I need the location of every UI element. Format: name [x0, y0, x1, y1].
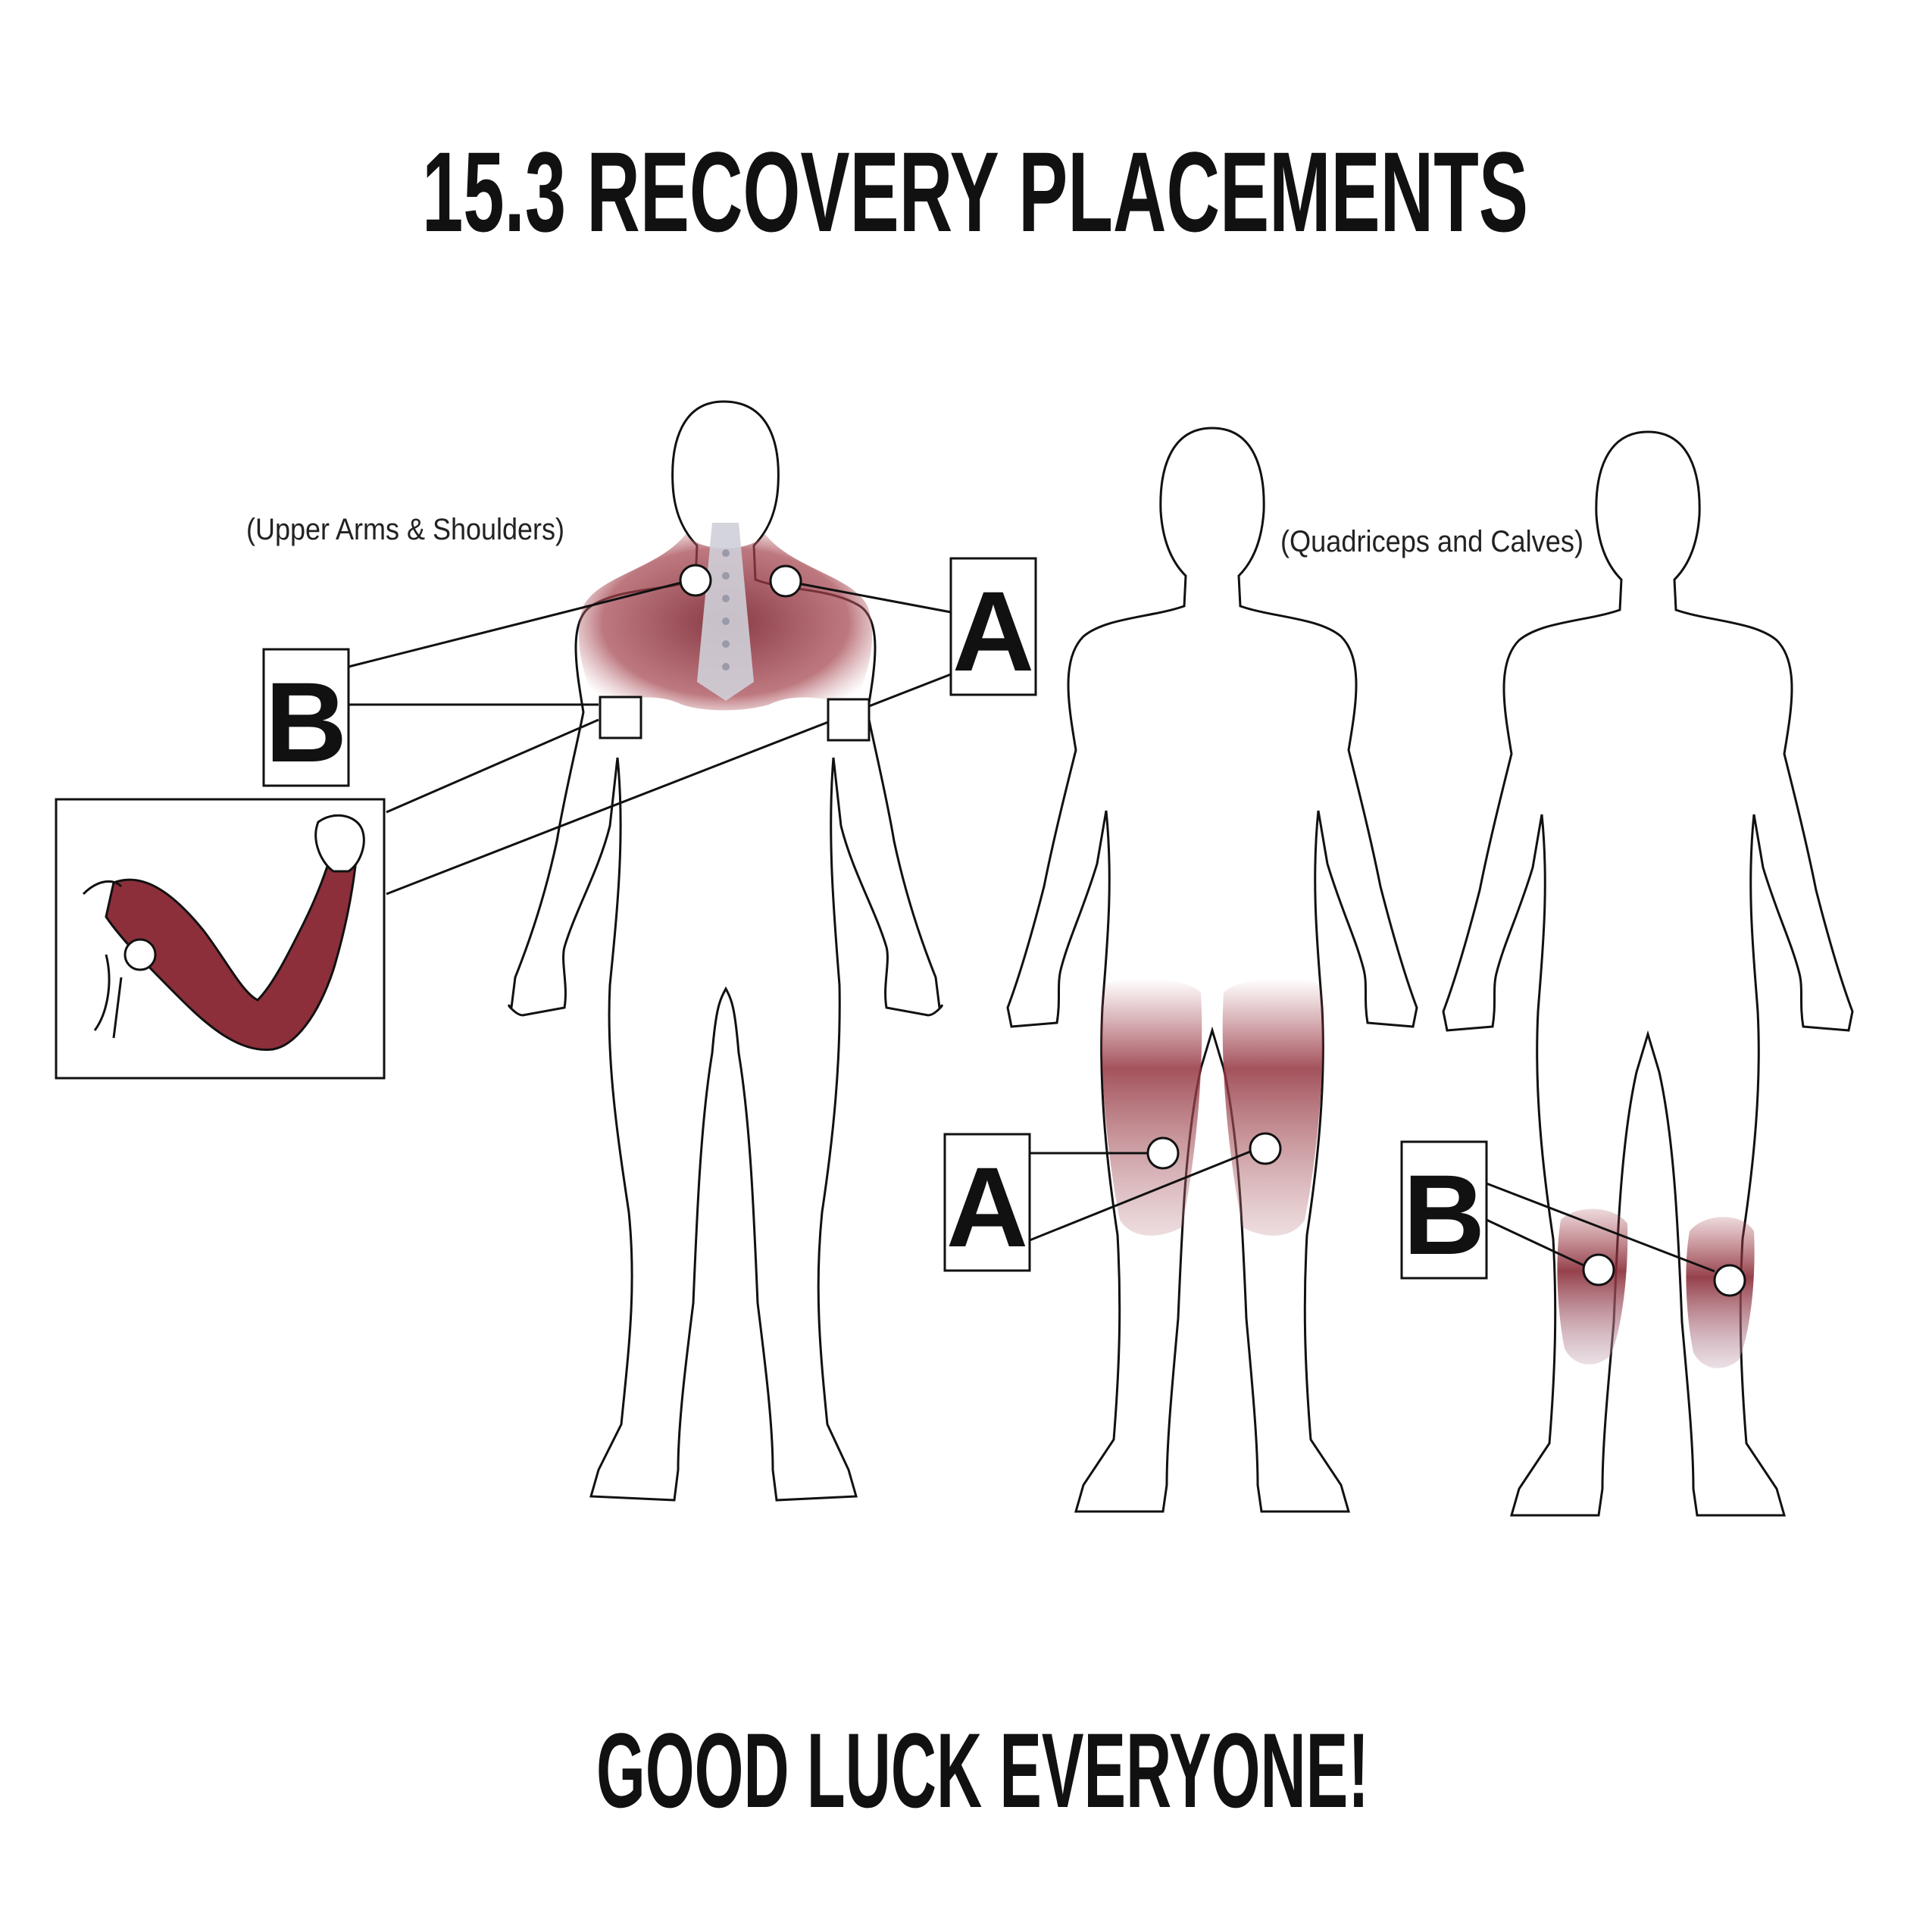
upper-caption: (Upper Arms & Shoulders): [246, 513, 564, 546]
page-title: 15.3 RECOVERY PLACEMENTS: [422, 128, 1528, 255]
quad-figure: [1006, 427, 1418, 1513]
calf-muscle-left: [1557, 1208, 1628, 1365]
marker-shoulder-right: [769, 564, 802, 598]
marker-arm-right: [827, 698, 871, 742]
marker-quad-left: [1146, 1136, 1180, 1170]
marker-quad-right: [1249, 1132, 1282, 1165]
marker-shoulder-left: [679, 564, 712, 597]
spine-band: [697, 523, 754, 701]
lower-label-a: A: [943, 1133, 1031, 1272]
upper-label-b: B: [262, 648, 350, 787]
arm-muscle: [105, 846, 358, 1052]
quad-figure-outline: [1006, 427, 1418, 1513]
elbow-hand-outline: [82, 880, 123, 1039]
marker-calf-right: [1713, 1264, 1746, 1297]
fist-outline: [314, 814, 365, 873]
marker-arm-inset: [123, 938, 157, 971]
calf-figure: [1442, 430, 1854, 1517]
quad-muscle-left: [1101, 978, 1202, 1236]
marker-arm-left: [599, 696, 642, 739]
calf-figure-outline: [1442, 430, 1854, 1517]
arm-inset: [55, 798, 386, 1080]
upper-label-b-text: B: [265, 658, 347, 786]
upper-label-a: A: [949, 557, 1037, 696]
upper-label-a-text: A: [952, 567, 1034, 695]
marker-calf-left: [1582, 1253, 1615, 1286]
lower-label-b-text: B: [1403, 1151, 1485, 1278]
lower-a-connectors: [1029, 1150, 1251, 1242]
footer-message: GOOD LUCK EVERYONE!: [596, 1711, 1369, 1830]
lower-label-a-text: A: [946, 1143, 1028, 1271]
quad-muscle-right: [1222, 978, 1324, 1236]
lower-b-connectors: [1486, 1182, 1715, 1273]
lower-label-b: B: [1400, 1140, 1488, 1280]
lower-caption: (Quadriceps and Calves): [1280, 525, 1583, 558]
vertebrae: [722, 549, 730, 671]
upper-body-figure: [508, 400, 943, 1502]
